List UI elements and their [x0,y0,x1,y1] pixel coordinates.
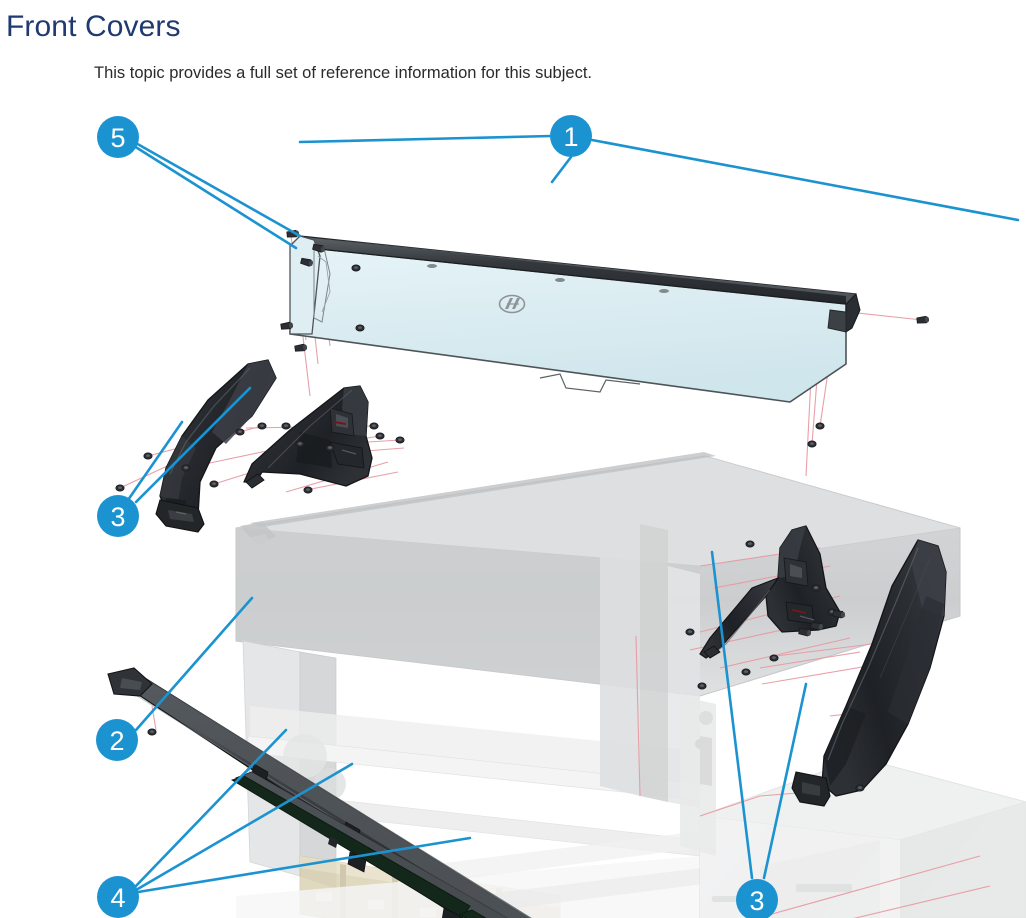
callout-3-left[interactable]: 3 [97,495,139,537]
page-title: Front Covers [6,10,181,43]
part-side-cover-left-inner [243,385,373,489]
part-side-cover-right-inner [699,525,841,659]
part-lower-front-bar [230,771,508,918]
callout-leader-lines [126,134,1020,894]
callout-4[interactable]: 4 [97,876,139,918]
exploded-view-figure: 5 1 3 2 4 3 [0,96,1026,918]
hp-logo-badge [498,294,526,314]
callout-2[interactable]: 2 [96,719,138,761]
callout-1[interactable]: 1 [550,115,592,157]
callout-5[interactable]: 5 [97,116,139,158]
part-window-main-cover [289,235,861,403]
part-side-cover-left-outer [155,359,277,533]
part-side-cover-right-outer [791,539,947,807]
page-subtitle: This topic provides a full set of refere… [94,64,592,82]
